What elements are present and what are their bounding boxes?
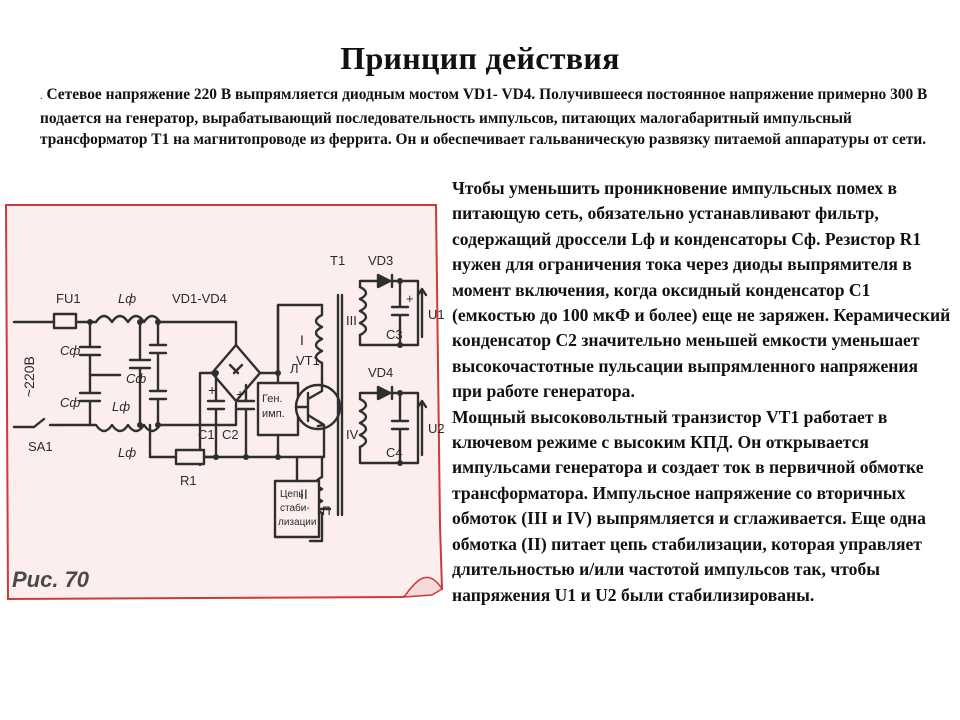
label-stab-line3: лизации: [278, 517, 316, 528]
label-plus-c1: +: [208, 382, 216, 398]
label-l-bot: Lф: [118, 445, 136, 460]
label-bridge: VD1-VD4: [172, 291, 227, 306]
label-c2: C2: [222, 427, 239, 442]
label-vt1: VT1: [296, 353, 320, 368]
label-winding-2: II: [300, 486, 308, 502]
label-generator-line1: Ген.: [262, 393, 282, 405]
label-stab-output: П: [322, 504, 331, 518]
label-plus-c3: +: [406, 291, 414, 306]
intro-bullet-mark: .: [40, 91, 43, 102]
schematic-figure: FU1 ~220В SA1 Lф Lф Lф Cф Cф Cф VD1-VD4 …: [0, 195, 448, 610]
label-stab-line1: Цепь: [280, 489, 304, 500]
label-stab-line2: стаби-: [280, 502, 310, 514]
label-l-mid: Lф: [112, 399, 130, 414]
intro-paragraph: .Сетевое напряжение 220 В выпрямляется д…: [40, 84, 930, 151]
schematic-wiring: [12, 273, 428, 543]
label-u1: U1: [428, 307, 445, 322]
intro-text: Сетевое напряжение 220 В выпрямляется ди…: [40, 86, 928, 148]
label-winding-3: III: [346, 313, 357, 328]
label-vd4: VD4: [368, 365, 393, 380]
label-fu1: FU1: [56, 291, 81, 306]
label-sa1: SA1: [28, 439, 53, 454]
label-winding-1: I: [300, 332, 304, 348]
label-winding-4: IV: [346, 427, 359, 442]
label-c1: C1: [198, 427, 215, 442]
label-c4: C4: [386, 445, 403, 460]
label-pulse: Л: [290, 361, 299, 376]
body-text: Чтобы уменьшить проникновение импульсных…: [452, 176, 952, 608]
label-t1: T1: [330, 253, 345, 268]
label-l-top: Lф: [118, 291, 136, 306]
body-paragraph-2: Мощный высоковольтный транзистор VT1 раб…: [452, 406, 926, 605]
paper-curl: [402, 576, 444, 598]
label-plus-c2: +: [236, 386, 244, 402]
label-generator-line2: имп.: [262, 408, 285, 420]
label-cf-2: Cф: [60, 395, 80, 410]
label-cf-3: Cф: [126, 371, 146, 386]
label-mains: ~220В: [21, 356, 37, 397]
junction-dots: [87, 278, 403, 466]
schematic-diagram: FU1 ~220В SA1 Lф Lф Lф Cф Cф Cф VD1-VD4 …: [4, 204, 445, 601]
label-c3: C3: [386, 327, 403, 342]
label-r1: R1: [180, 473, 197, 488]
slide-title: Принцип действия: [340, 40, 620, 76]
body-paragraph-1: Чтобы уменьшить проникновение импульсных…: [452, 178, 951, 402]
label-u2: U2: [428, 421, 445, 436]
label-vd3: VD3: [368, 253, 393, 268]
figure-caption: Рис. 70: [12, 567, 90, 592]
label-cf-1: Cф: [60, 343, 80, 358]
